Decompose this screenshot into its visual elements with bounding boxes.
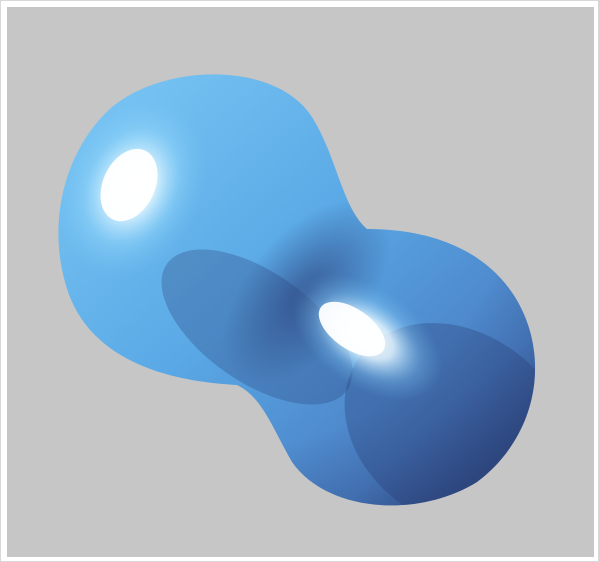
render-viewport [7,7,594,557]
peanut-blob-shape [58,74,536,506]
render-canvas [58,74,536,506]
